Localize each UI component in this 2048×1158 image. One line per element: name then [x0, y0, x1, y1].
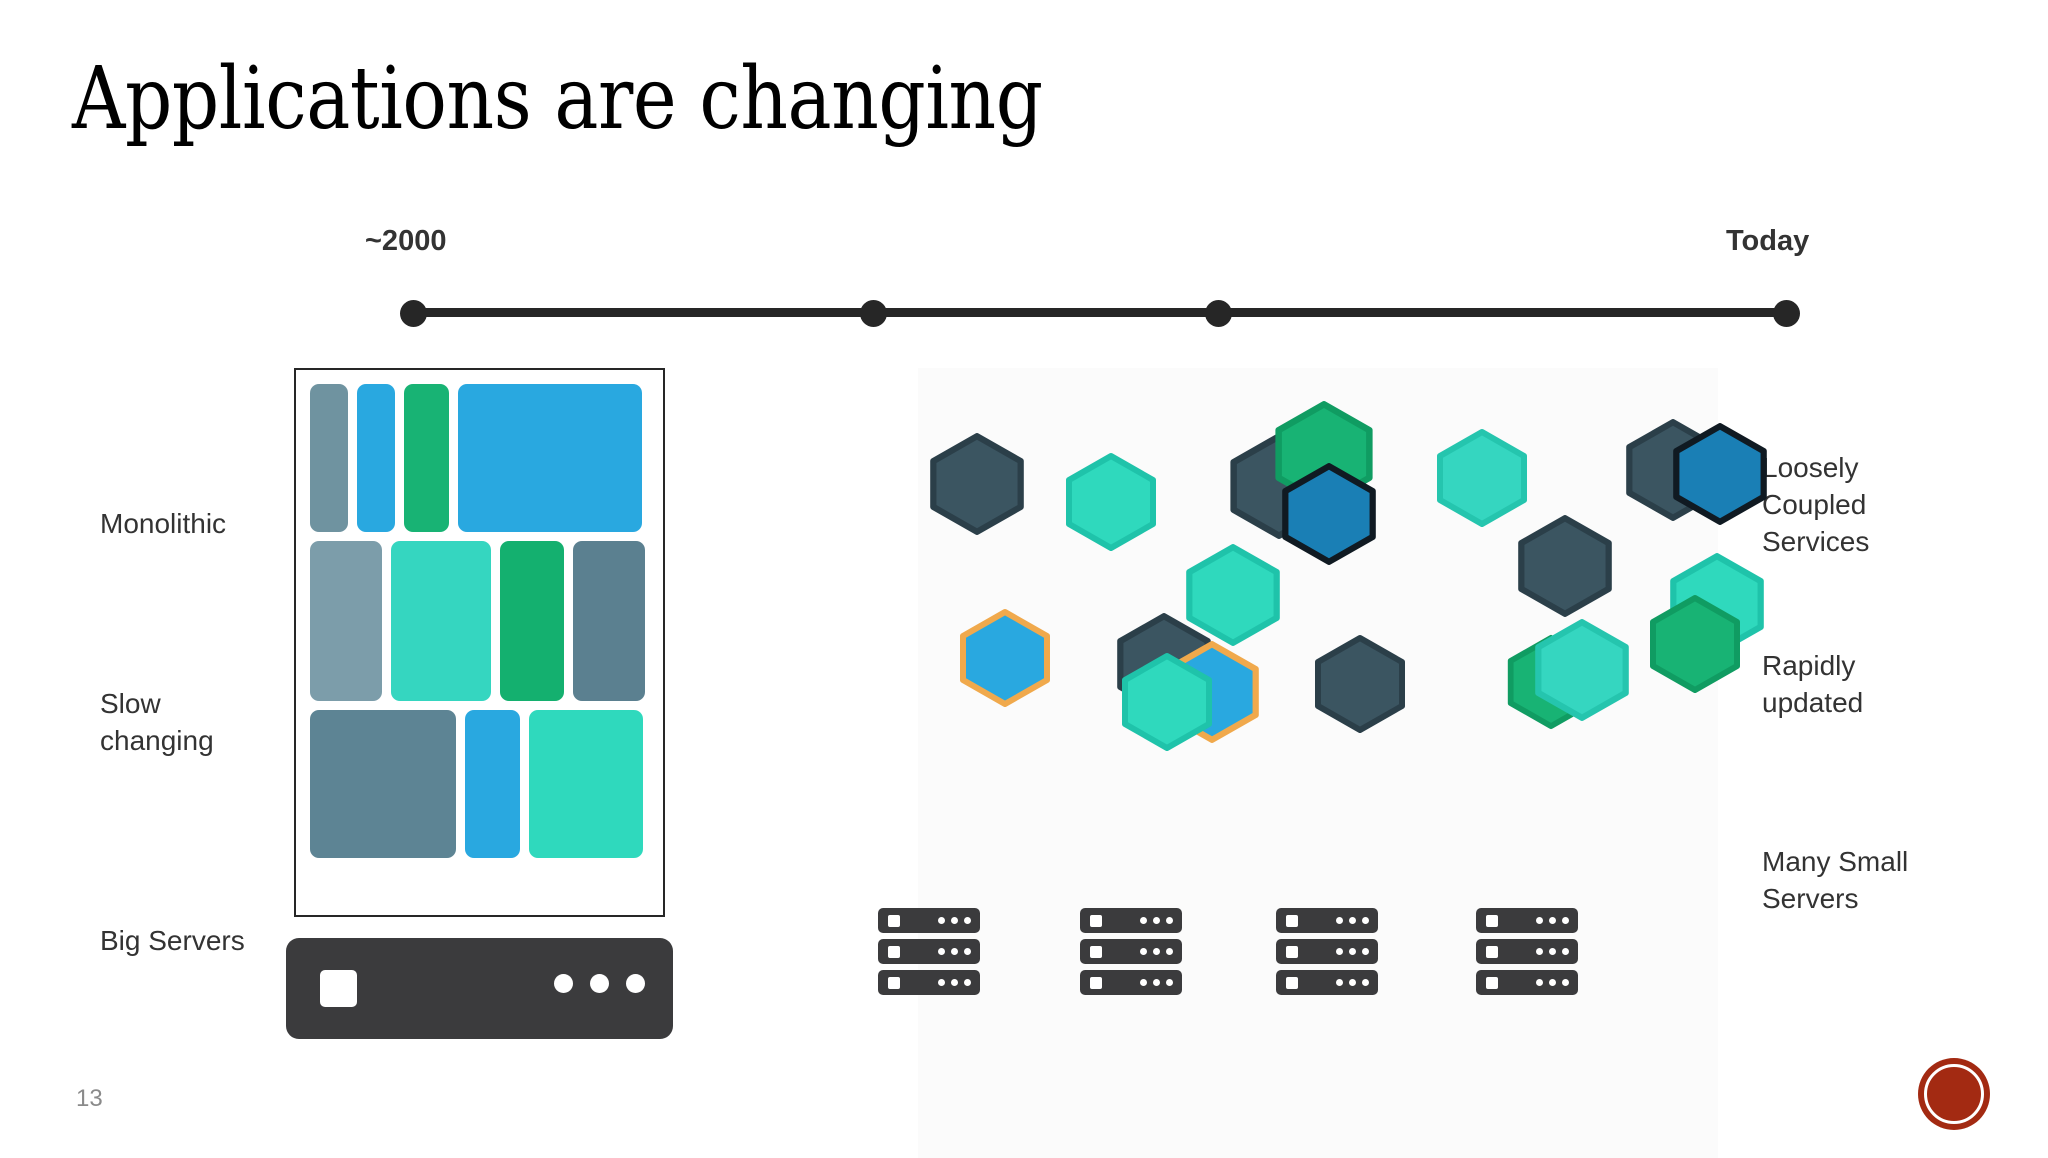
label-many-small-servers: Many Small Servers [1762, 846, 1909, 914]
timeline [400, 300, 1800, 327]
small-server-bar [1080, 939, 1182, 964]
hexagon-icon [1122, 653, 1212, 751]
small-server-indicator-dots [1140, 979, 1173, 986]
small-server-indicator-square [888, 915, 900, 927]
small-server-indicator-dots [938, 979, 971, 986]
label-loosely-coupled-services: Loosely Coupled Services [1762, 452, 1870, 557]
small-server-bar [878, 939, 980, 964]
monolith-block [391, 541, 491, 701]
label-slow-changing: Slow changing [100, 688, 214, 756]
page-title: Applications are changing [72, 49, 1043, 149]
microservices-hexagon-field [918, 368, 1767, 1158]
small-server-icon [1276, 908, 1378, 996]
monolith-block [458, 384, 642, 532]
hexagon-icon [1535, 619, 1629, 721]
page-number: 13 [76, 1085, 103, 1112]
monolith-block [310, 541, 382, 701]
small-server-indicator-square [1486, 977, 1498, 989]
brand-logo-icon [1918, 1058, 1990, 1130]
small-server-bar [1476, 939, 1578, 964]
timeline-dot-3 [1205, 300, 1232, 327]
small-server-bar [878, 970, 980, 995]
hexagon-icon [1650, 595, 1740, 693]
small-server-bar [1080, 970, 1182, 995]
small-server-bar [1276, 939, 1378, 964]
small-server-indicator-square [1090, 946, 1102, 958]
hexagon-icon [1315, 635, 1405, 733]
monolith-block [465, 710, 520, 858]
small-server-indicator-dots [1140, 948, 1173, 955]
small-server-indicator-square [1090, 915, 1102, 927]
monolith-diagram [294, 368, 665, 917]
hexagon-icon [960, 609, 1050, 707]
monolith-block [357, 384, 395, 532]
small-server-indicator-dots [1336, 979, 1369, 986]
monolith-row [310, 541, 649, 701]
hexagon-icon [1673, 423, 1767, 525]
label-rapidly-updated: Rapidly updated [1762, 650, 1864, 718]
hexagon-icon [1186, 544, 1280, 646]
hexagon-icon [930, 433, 1024, 535]
small-server-indicator-square [1286, 946, 1298, 958]
small-server-indicator-dots [938, 948, 971, 955]
monolith-row [310, 384, 649, 532]
monolith-block [404, 384, 449, 532]
monolith-block [310, 710, 456, 858]
small-server-bar [1276, 908, 1378, 933]
small-server-icon [1080, 908, 1182, 996]
small-server-bar [1476, 908, 1578, 933]
small-server-bar [1080, 908, 1182, 933]
label-big-servers: Big Servers [100, 925, 245, 956]
small-server-indicator-square [888, 946, 900, 958]
small-server-bar [1276, 970, 1378, 995]
small-server-indicator-square [1090, 977, 1102, 989]
big-server-indicator-square [320, 970, 357, 1007]
small-server-indicator-square [1286, 915, 1298, 927]
big-server-indicator-dots [554, 974, 645, 993]
small-server-indicator-dots [1336, 917, 1369, 924]
small-server-indicator-square [888, 977, 900, 989]
monolith-block [529, 710, 643, 858]
hexagon-icon [1066, 453, 1156, 551]
small-server-bar [878, 908, 980, 933]
small-server-indicator-square [1286, 977, 1298, 989]
hexagon-icon [1518, 515, 1612, 617]
timeline-dot-4 [1773, 300, 1800, 327]
small-server-indicator-dots [1536, 917, 1569, 924]
small-server-indicator-dots [1336, 948, 1369, 955]
small-server-icon [1476, 908, 1578, 996]
monolith-row [310, 710, 649, 858]
hexagon-icon [1282, 463, 1376, 565]
small-server-bar [1476, 970, 1578, 995]
timeline-dot-2 [860, 300, 887, 327]
small-server-indicator-dots [1140, 917, 1173, 924]
small-server-indicator-square [1486, 946, 1498, 958]
hexagon-icon [1437, 429, 1527, 527]
timeline-start-label: ~2000 [365, 225, 447, 257]
small-server-indicator-square [1486, 915, 1498, 927]
timeline-line [414, 308, 1786, 317]
monolith-block [573, 541, 645, 701]
monolith-block [500, 541, 564, 701]
timeline-dot-1 [400, 300, 427, 327]
small-server-icon [878, 908, 980, 996]
timeline-end-label: Today [1726, 225, 1810, 257]
small-server-indicator-dots [1536, 948, 1569, 955]
small-server-indicator-dots [1536, 979, 1569, 986]
monolith-block [310, 384, 348, 532]
big-server-icon [286, 938, 673, 1039]
label-monolithic: Monolithic [100, 508, 227, 539]
small-server-indicator-dots [938, 917, 971, 924]
